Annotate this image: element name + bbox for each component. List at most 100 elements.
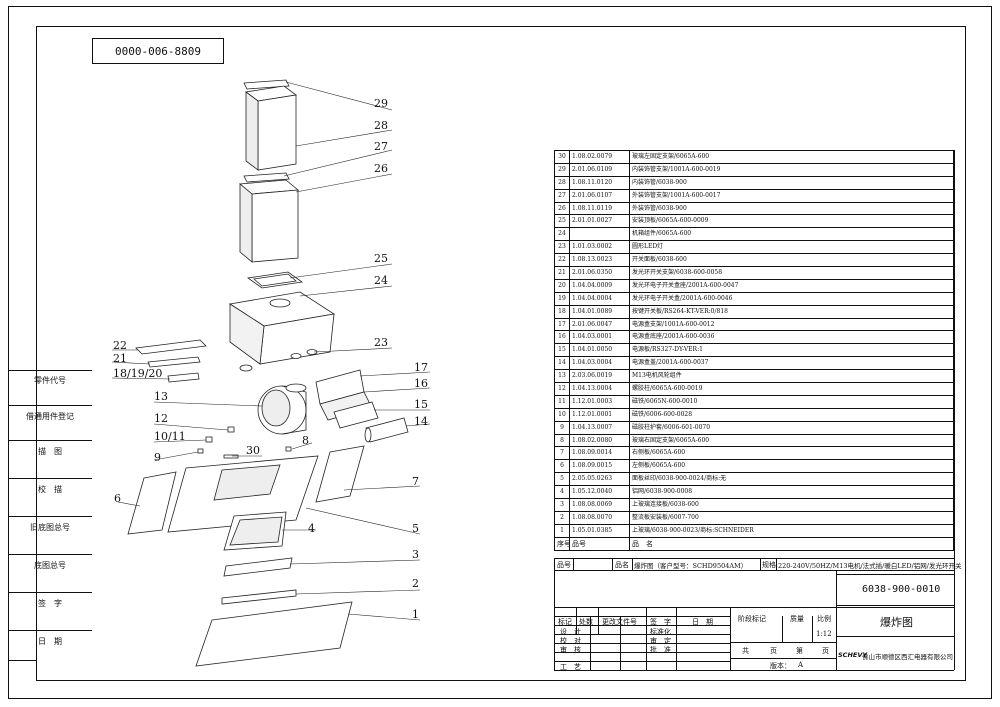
bom-cell-desc: 整流板安装板/6007-700 (629, 510, 954, 525)
side-label-base-total: 底图总号 (8, 554, 92, 576)
bom-cell-desc: 按键开关板/RS264-KT-VER:0/818 (629, 304, 954, 319)
bom-cell-code: 1.04.13.0004 (569, 382, 630, 396)
callout-12: 12 (154, 412, 168, 425)
part-14-power-box-cover (364, 417, 409, 443)
callout-14: 14 (414, 415, 428, 428)
bom-cell-desc: 外装饰管支架/1001A-600-0017 (629, 188, 954, 203)
tb-weight: 质量 (790, 615, 804, 623)
tb-change-doc: 更改文件号 (602, 618, 637, 626)
bom-header-row: 序号品号品 名 (554, 536, 954, 551)
bom-cell-no: 24 (554, 227, 570, 242)
bom-cell-code: 1.12.01.0003 (569, 394, 630, 409)
bom-cell-desc: 电源盒底座/2001A-600-0036 (629, 330, 954, 345)
bom-cell-no: 13 (554, 369, 570, 384)
part-6-left-side-panel (127, 471, 177, 535)
callout-22: 22 (113, 339, 127, 352)
tb-line (554, 558, 954, 559)
tb-line (554, 661, 730, 662)
bom-cell-code: 1.04.03.0001 (569, 330, 630, 345)
tb-brand: SCHEVY (838, 651, 868, 659)
callout-16: 16 (414, 377, 428, 390)
tb-zhang2: 页 (822, 647, 829, 655)
tb-line (590, 616, 591, 670)
side-label-check-tracing: 校 描 (8, 478, 92, 500)
bom-cell-desc: 开关面板/6038-600 (629, 253, 954, 268)
tb-line (554, 558, 555, 670)
tb-line (554, 625, 730, 626)
part-1-glass (195, 601, 353, 667)
bom-cell-no: 25 (554, 214, 570, 229)
bom-cell-no: 8 (554, 433, 570, 448)
tb-pinming-label: 品名 (615, 561, 629, 569)
tb-scale-value: 1:12 (816, 630, 832, 638)
callout-17: 17 (414, 361, 428, 374)
tb-line (573, 558, 574, 570)
part-22-switch-panel (135, 339, 207, 355)
callout-9: 9 (154, 451, 161, 464)
tb-line (554, 570, 954, 571)
bom-cell-desc: 左侧板/6065A-600 (629, 459, 954, 474)
tb-stage-mark: 阶段标记 (738, 615, 766, 623)
bom-cell-no: 21 (554, 266, 570, 280)
bom-cell-no: 7 (554, 446, 570, 461)
tb-date: 日 期 (692, 618, 713, 626)
tb-line (612, 558, 613, 570)
bom-cell-desc: 电源盒支架/1001A-600-0012 (629, 317, 954, 332)
bom-cell-desc: 铝网/6038-900-0008 (629, 485, 954, 500)
bom-cell-code: 1.08.09.0014 (569, 446, 630, 461)
part-7-right-side-panel (315, 445, 365, 503)
bom-cell-desc: 面板丝印/6038-900-0024/商标:无 (629, 472, 954, 487)
callout-6: 6 (114, 492, 121, 505)
bom-cell-no: 18 (554, 304, 570, 319)
tb-line (782, 616, 783, 642)
callout-4: 4 (308, 522, 315, 535)
bom-cell-code: 1.12.01.0001 (569, 407, 630, 422)
tb-line (776, 558, 777, 570)
bom-cell-no: 26 (554, 201, 570, 216)
bom-cell-code: 1.01.03.0002 (569, 240, 630, 255)
tb-line (632, 558, 633, 570)
tb-line (554, 670, 954, 671)
bom-cell-no: 28 (554, 175, 570, 190)
tb-line (836, 574, 954, 575)
bom-cell-code: 2.01.06.0350 (569, 266, 630, 280)
callout-8: 8 (302, 434, 309, 447)
tb-scale-label: 比例 (817, 615, 831, 623)
bom-cell-desc: 安装顶板/6065A-600-0009 (629, 214, 954, 229)
part-27-outer-tube-bracket (243, 172, 290, 183)
bom-cell-desc: M13电机风轮组件 (629, 369, 954, 384)
bom-cell-desc: 磁铁/6006-600-0028 (629, 407, 954, 422)
side-label-tracing: 描 图 (8, 440, 92, 462)
bom-cell-code: 1.04.04.0004 (569, 291, 630, 306)
bom-cell-desc: 右侧板/6065A-600 (629, 446, 954, 461)
tb-review: 审 核 (560, 646, 581, 654)
callout-26: 26 (374, 162, 388, 175)
tb-line (646, 607, 647, 670)
bom-cell-no: 27 (554, 188, 570, 203)
bom-cell-desc: 玻璃右固定支架/6065A-600 (629, 433, 954, 448)
tb-version-label: 版本： (770, 662, 791, 670)
bom-cell-code: 1.08.13.0023 (569, 253, 630, 268)
part-24-chassis (228, 291, 336, 372)
bom-cell-desc: 螺胶柱/6065A-600-0019 (629, 382, 954, 396)
bom-cell-desc: 机箱组件/6065A-600 (629, 227, 954, 242)
bom-cell-desc: 磁胶柱护套/6006-601-0070 (629, 420, 954, 435)
tb-line (598, 607, 599, 634)
outer-frame (8, 6, 992, 699)
bom-cell-desc: 内装饰管/6038-900 (629, 175, 954, 190)
bom-cell-code: 1.04.01.0089 (569, 304, 630, 319)
